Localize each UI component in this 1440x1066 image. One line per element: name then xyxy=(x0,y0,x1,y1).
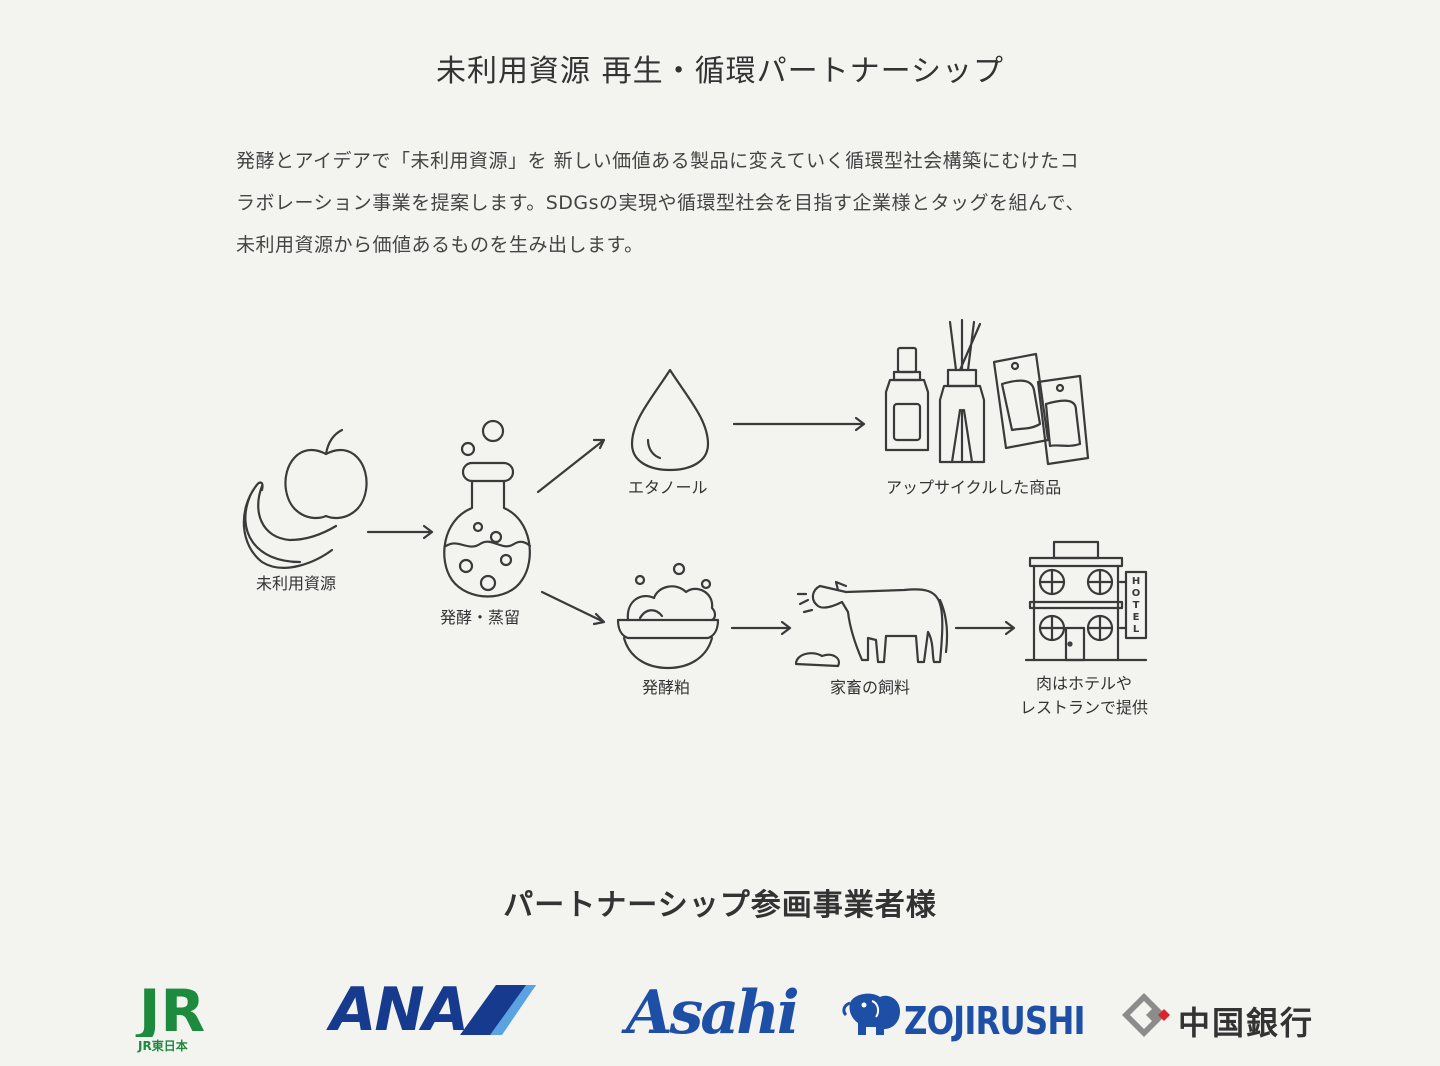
label-hotel-restaurant-line1: 肉はホテルや xyxy=(1036,674,1133,693)
hotel-sign-letter: O xyxy=(1132,588,1141,599)
zojirushi-logo[interactable]: ZOJIRUSHI xyxy=(842,985,1086,1045)
livestock-cow-icon xyxy=(794,580,949,668)
arrow-right-icon xyxy=(366,524,434,540)
section-title: 未利用資源 再生・循環パートナーシップ xyxy=(436,54,1004,90)
label-hotel-restaurant: 肉はホテルや レストランで提供 xyxy=(1020,672,1148,720)
label-livestock-feed: 家畜の飼料 xyxy=(830,678,911,697)
chugoku-bank-logo[interactable]: 中国銀行 xyxy=(1120,985,1330,1045)
hotel-sign-letter: H xyxy=(1132,576,1140,587)
arrow-right-icon xyxy=(954,620,1016,636)
chugoku-bank-wordmark: 中国銀行 xyxy=(1178,1004,1315,1042)
jr-logo-mark: JR xyxy=(135,983,205,1037)
description-line: 未利用資源から価値あるものを生み出します。 xyxy=(236,234,644,256)
ethanol-drop-icon xyxy=(630,368,710,472)
jr-east-name: JR東日本 xyxy=(138,1039,188,1053)
arrow-up-right-icon xyxy=(536,438,606,494)
ana-wordmark: ANA xyxy=(330,975,469,1045)
label-fermentation-lees: 発酵粕 xyxy=(642,678,691,697)
hotel-sign-letter: T xyxy=(1133,600,1140,611)
label-ethanol: エタノール xyxy=(628,478,708,497)
ana-logo[interactable]: ANA xyxy=(330,975,540,1045)
arrow-right-icon xyxy=(732,416,866,432)
description-line: 発酵とアイデアで「未利用資源」を 新しい価値ある製品に変えていく循環型社会構築に… xyxy=(236,150,1080,172)
partners-title: パートナーシップ参画事業者様 xyxy=(503,887,937,923)
flow-arrows xyxy=(366,416,1016,636)
asahi-logo[interactable]: Asahi xyxy=(626,975,800,1051)
zojirushi-wordmark: ZOJIRUSHI xyxy=(904,999,1086,1043)
ana-stripes xyxy=(460,985,536,1035)
partner-logos: JR JR東日本 ANA Asahi ZOJIRUSHI 中国銀行 xyxy=(0,975,1440,1055)
jr-mark-text: JR xyxy=(135,983,205,1037)
arrow-right-icon xyxy=(730,620,792,636)
arrow-down-right-icon xyxy=(540,590,606,626)
flask-icon xyxy=(443,419,532,598)
asahi-wordmark: Asahi xyxy=(626,978,800,1048)
label-hotel-restaurant-line2: レストランで提供 xyxy=(1020,698,1149,717)
fermentation-lees-icon xyxy=(616,562,720,670)
bank-diamond-icon xyxy=(1122,993,1170,1037)
hotel-icon xyxy=(1024,540,1148,662)
elephant-icon xyxy=(842,993,900,1035)
fruit-icon xyxy=(242,428,368,569)
label-unused-resources: 未利用資源 xyxy=(256,574,337,593)
label-upcycled-products: アップサイクルした商品 xyxy=(886,478,1062,497)
upcycled-products-icon xyxy=(884,318,1090,466)
label-fermentation-distillation: 発酵・蒸留 xyxy=(440,608,521,627)
hotel-sign-letter: L xyxy=(1133,624,1140,635)
hotel-sign-letter: E xyxy=(1133,612,1140,623)
section-description: 発酵とアイデアで「未利用資源」を 新しい価値ある製品に変えていく循環型社会構築に… xyxy=(236,140,1196,266)
description-line: ラボレーション事業を提案します。SDGsの実現や循環型社会を目指す企業様とタッグ… xyxy=(236,192,1085,214)
jr-east-logo[interactable]: JR JR東日本 xyxy=(126,983,218,1055)
